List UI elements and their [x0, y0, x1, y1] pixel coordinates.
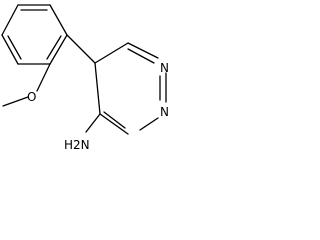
bond: [139, 117, 159, 131]
bond: [2, 96, 29, 107]
bond: [36, 63, 51, 92]
biaryl-bond: [66, 34, 96, 64]
benzene-ring: [1, 4, 68, 65]
bond: [94, 42, 129, 64]
double-bond-inner: [103, 111, 126, 129]
bond: [99, 113, 129, 135]
amine-label: H2N: [64, 138, 90, 152]
background: [0, 0, 184, 155]
double-bond-inner: [7, 35, 22, 60]
chemical-structure-diagram: O N N H2N: [0, 0, 184, 155]
methoxy-group: O: [2, 63, 51, 107]
bond: [1, 34, 19, 65]
nitrogen-label-upper: N: [160, 61, 169, 75]
oxygen-label: O: [27, 90, 36, 104]
double-bond-inner: [46, 35, 62, 60]
bond: [85, 113, 101, 133]
bond: [1, 4, 19, 36]
bond: [127, 42, 159, 59]
double-bond-inner: [127, 48, 155, 64]
bond: [49, 4, 68, 36]
amine-group: H2N: [64, 113, 101, 152]
bond: [49, 34, 68, 65]
bond: [94, 62, 101, 115]
pyrimidine-ring: N N: [94, 42, 169, 135]
nitrogen-label-lower: N: [160, 105, 169, 119]
